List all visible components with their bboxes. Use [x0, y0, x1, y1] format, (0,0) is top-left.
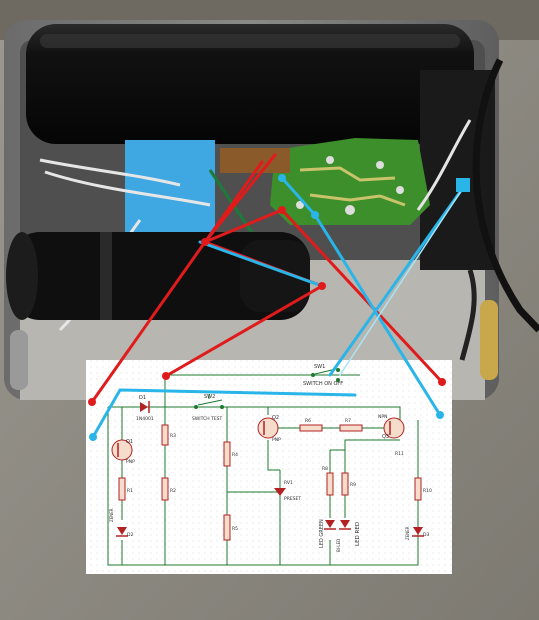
resistor-r7: R7	[339, 418, 363, 432]
red-line-fan-2	[203, 160, 264, 244]
lamp-tube	[26, 24, 474, 144]
d1-label: D1	[139, 395, 146, 401]
switch-sw1: SW1 SWITCH ON OFF	[303, 364, 343, 387]
annotation-lines	[88, 153, 470, 441]
blue-line-switch-2	[339, 184, 466, 376]
rv1-part-label: PRESET	[284, 496, 301, 502]
pcb-board	[270, 138, 430, 225]
resistor-r4: R4	[223, 441, 238, 467]
bi-led: LED GREEN LED RED BI-LED	[319, 519, 361, 552]
rv1-label: RV1	[284, 480, 293, 486]
red-dot	[88, 398, 96, 406]
red-dot	[201, 238, 209, 246]
d2-label: D2	[127, 532, 133, 538]
blue-dot	[89, 433, 97, 441]
switch-sw2: SW2 SWITCH TEST	[192, 394, 224, 422]
red-line-left	[90, 240, 207, 404]
resistor-r2: R2	[161, 477, 176, 501]
r6-label: R6	[305, 418, 311, 424]
led-red-label: LED RED	[355, 522, 361, 546]
circuit-schematic	[107, 374, 419, 566]
zener-d3: D3 ZENER	[405, 526, 429, 540]
zener-d2: D2 ZENER	[109, 508, 133, 538]
sw2-label: SW2	[204, 394, 215, 400]
blue-line-left	[91, 388, 357, 439]
blue-line-mid	[198, 240, 324, 288]
q2-label: Q2	[272, 415, 279, 421]
d1-part-label: 1N4001	[136, 416, 154, 422]
schematic-panel	[86, 360, 452, 574]
resistor-r3: R3	[161, 424, 176, 446]
r7-label: R7	[345, 418, 351, 424]
blue-dot	[311, 211, 319, 219]
led-green-label: LED GREEN	[319, 519, 325, 548]
red-line-center	[164, 284, 324, 378]
d3-part-label: ZENER	[405, 526, 410, 540]
sw1-label: SW1	[314, 364, 325, 370]
resistor-r10: R10	[414, 477, 432, 501]
led-part-label: BI-LED	[336, 539, 341, 552]
switch-on-off-label: SWITCH ON OFF	[303, 381, 343, 387]
resistor-r9: R9	[341, 472, 356, 496]
flashlight-head	[6, 232, 310, 320]
resistor-r8: R8	[322, 466, 334, 496]
red-dot	[278, 206, 286, 214]
battery-pack	[125, 140, 215, 240]
resistor-r5: R5	[223, 514, 238, 541]
r8-label: R8	[322, 466, 328, 472]
red-line-right	[280, 208, 444, 384]
transistor-q1: Q1 PNP	[111, 439, 135, 465]
q1-label: Q1	[126, 439, 133, 445]
resistor-r1: R1	[118, 477, 133, 501]
preset-rv1: RV1 PRESET	[274, 480, 301, 502]
q2-part-label: PNP	[272, 437, 281, 443]
blue-dot	[436, 411, 444, 419]
schematic-components: SW1 SWITCH ON OFF D1 1N4001 SW2 SWITCH T…	[109, 364, 432, 552]
d3-label: D3	[423, 532, 429, 538]
red-dot	[438, 378, 446, 386]
r4-label: R4	[232, 452, 238, 458]
r10-label: R10	[423, 488, 432, 494]
red-dot	[318, 282, 326, 290]
power-cable	[472, 58, 539, 333]
q3-label: Q3	[382, 434, 389, 440]
transistor-q2: Q2 PNP	[257, 415, 281, 443]
diode-d1: D1 1N4001	[136, 395, 154, 422]
q3-part-label: NPN	[378, 414, 387, 420]
blue-target-switch	[456, 178, 470, 192]
r9-label: R9	[350, 482, 356, 488]
r1-label: R1	[127, 488, 133, 494]
switch-test-label: SWITCH TEST	[192, 416, 223, 422]
red-line-fan-4	[203, 208, 284, 244]
d2-part-label: ZENER	[109, 508, 114, 522]
blue-line-switch	[328, 183, 467, 377]
q1-part-label: PNP	[126, 459, 135, 465]
transistor-q3: Q3 NPN	[378, 414, 405, 440]
case-foot-left	[10, 330, 28, 390]
case-foot-right	[480, 300, 498, 380]
r11-label: R11	[395, 451, 404, 457]
terminal-block	[220, 148, 290, 173]
r3-label: R3	[170, 433, 176, 439]
red-dot	[162, 372, 170, 380]
r2-label: R2	[170, 488, 176, 494]
blue-dot	[278, 174, 286, 182]
resistor-r6: R6	[299, 418, 323, 432]
r5-label: R5	[232, 526, 238, 532]
resistor-r11: R11	[395, 451, 404, 457]
